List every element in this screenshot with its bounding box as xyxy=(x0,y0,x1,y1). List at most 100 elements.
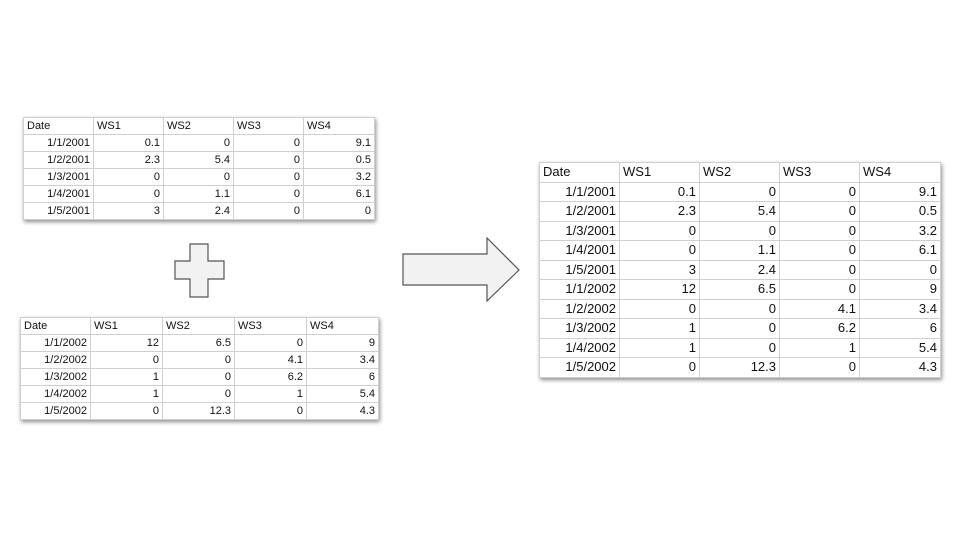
cell-ws4: 3.2 xyxy=(303,168,375,186)
cell-ws2: 0 xyxy=(699,318,780,339)
cell-ws3: 0 xyxy=(233,185,304,203)
cell-ws4: 3.4 xyxy=(306,351,379,369)
cell-ws4: 0 xyxy=(303,202,375,220)
cell-ws2: 0 xyxy=(699,298,780,319)
cell-ws3: 0 xyxy=(779,259,860,280)
cell-date: 1/1/2001 xyxy=(23,134,94,152)
cell-ws4: 4.3 xyxy=(306,402,379,420)
cell-ws3: 0 xyxy=(233,134,304,152)
header-ws2: WS2 xyxy=(163,117,234,135)
header-ws2: WS2 xyxy=(162,317,235,335)
cell-ws4: 3.4 xyxy=(859,298,941,319)
cell-date: 1/3/2002 xyxy=(20,368,91,386)
cell-ws4: 9.1 xyxy=(303,134,375,152)
cell-ws3: 0 xyxy=(779,201,860,222)
cell-ws2: 0 xyxy=(699,181,780,202)
cell-ws4: 9 xyxy=(859,279,941,300)
cell-ws4: 0.5 xyxy=(859,201,941,222)
cell-date: 1/3/2001 xyxy=(23,168,94,186)
header-ws4: WS4 xyxy=(859,162,941,183)
cell-ws4: 0.5 xyxy=(303,151,375,169)
cell-ws1: 0 xyxy=(619,298,700,319)
cell-ws3: 0 xyxy=(779,220,860,241)
cell-ws3: 0 xyxy=(233,151,304,169)
cell-ws2: 1.1 xyxy=(163,185,234,203)
cell-date: 1/5/2002 xyxy=(20,402,91,420)
cell-date: 1/5/2002 xyxy=(539,357,620,378)
cell-ws2: 6.5 xyxy=(162,334,235,352)
cell-ws4: 4.3 xyxy=(859,357,941,378)
cell-date: 1/2/2001 xyxy=(539,201,620,222)
cell-ws3: 1 xyxy=(234,385,307,403)
cell-ws3: 0 xyxy=(233,202,304,220)
cell-ws1: 0 xyxy=(90,351,163,369)
header-ws1: WS1 xyxy=(93,117,164,135)
cell-ws1: 0 xyxy=(93,185,164,203)
cell-ws1: 2.3 xyxy=(93,151,164,169)
cell-ws3: 1 xyxy=(779,337,860,358)
cell-ws3: 0 xyxy=(779,240,860,261)
cell-ws2: 0 xyxy=(699,220,780,241)
cell-date: 1/2/2002 xyxy=(20,351,91,369)
cell-ws1: 0 xyxy=(619,220,700,241)
cell-ws2: 0 xyxy=(162,368,235,386)
cell-ws2: 12.3 xyxy=(699,357,780,378)
header-date: Date xyxy=(20,317,91,335)
cell-ws1: 1 xyxy=(90,385,163,403)
header-ws1: WS1 xyxy=(619,162,700,183)
header-date: Date xyxy=(23,117,94,135)
cell-date: 1/4/2002 xyxy=(539,337,620,358)
plus-icon xyxy=(174,243,225,298)
cell-date: 1/4/2001 xyxy=(23,185,94,203)
cell-ws2: 2.4 xyxy=(699,259,780,280)
cell-ws4: 5.4 xyxy=(859,337,941,358)
cell-ws4: 6.1 xyxy=(303,185,375,203)
cell-date: 1/1/2002 xyxy=(20,334,91,352)
cell-ws2: 12.3 xyxy=(162,402,235,420)
cell-ws2: 0 xyxy=(163,134,234,152)
cell-ws2: 0 xyxy=(162,351,235,369)
header-ws4: WS4 xyxy=(306,317,379,335)
cell-ws1: 0.1 xyxy=(619,181,700,202)
cell-ws3: 0 xyxy=(779,279,860,300)
cell-ws3: 0 xyxy=(779,357,860,378)
header-ws3: WS3 xyxy=(779,162,860,183)
cell-ws1: 0.1 xyxy=(93,134,164,152)
cell-ws4: 0 xyxy=(859,259,941,280)
cell-ws1: 0 xyxy=(619,357,700,378)
header-ws3: WS3 xyxy=(233,117,304,135)
cell-ws2: 5.4 xyxy=(699,201,780,222)
cell-ws1: 3 xyxy=(93,202,164,220)
cell-ws4: 6 xyxy=(859,318,941,339)
cell-ws3: 4.1 xyxy=(779,298,860,319)
cell-ws2: 6.5 xyxy=(699,279,780,300)
cell-date: 1/3/2002 xyxy=(539,318,620,339)
cell-ws1: 1 xyxy=(90,368,163,386)
cell-ws3: 0 xyxy=(779,181,860,202)
cell-ws3: 0 xyxy=(233,168,304,186)
header-ws1: WS1 xyxy=(90,317,163,335)
cell-ws4: 9 xyxy=(306,334,379,352)
cell-ws2: 1.1 xyxy=(699,240,780,261)
header-date: Date xyxy=(539,162,620,183)
header-ws2: WS2 xyxy=(699,162,780,183)
cell-ws2: 0 xyxy=(162,385,235,403)
header-row: Date WS1 WS2 WS3 WS4 xyxy=(23,117,375,135)
